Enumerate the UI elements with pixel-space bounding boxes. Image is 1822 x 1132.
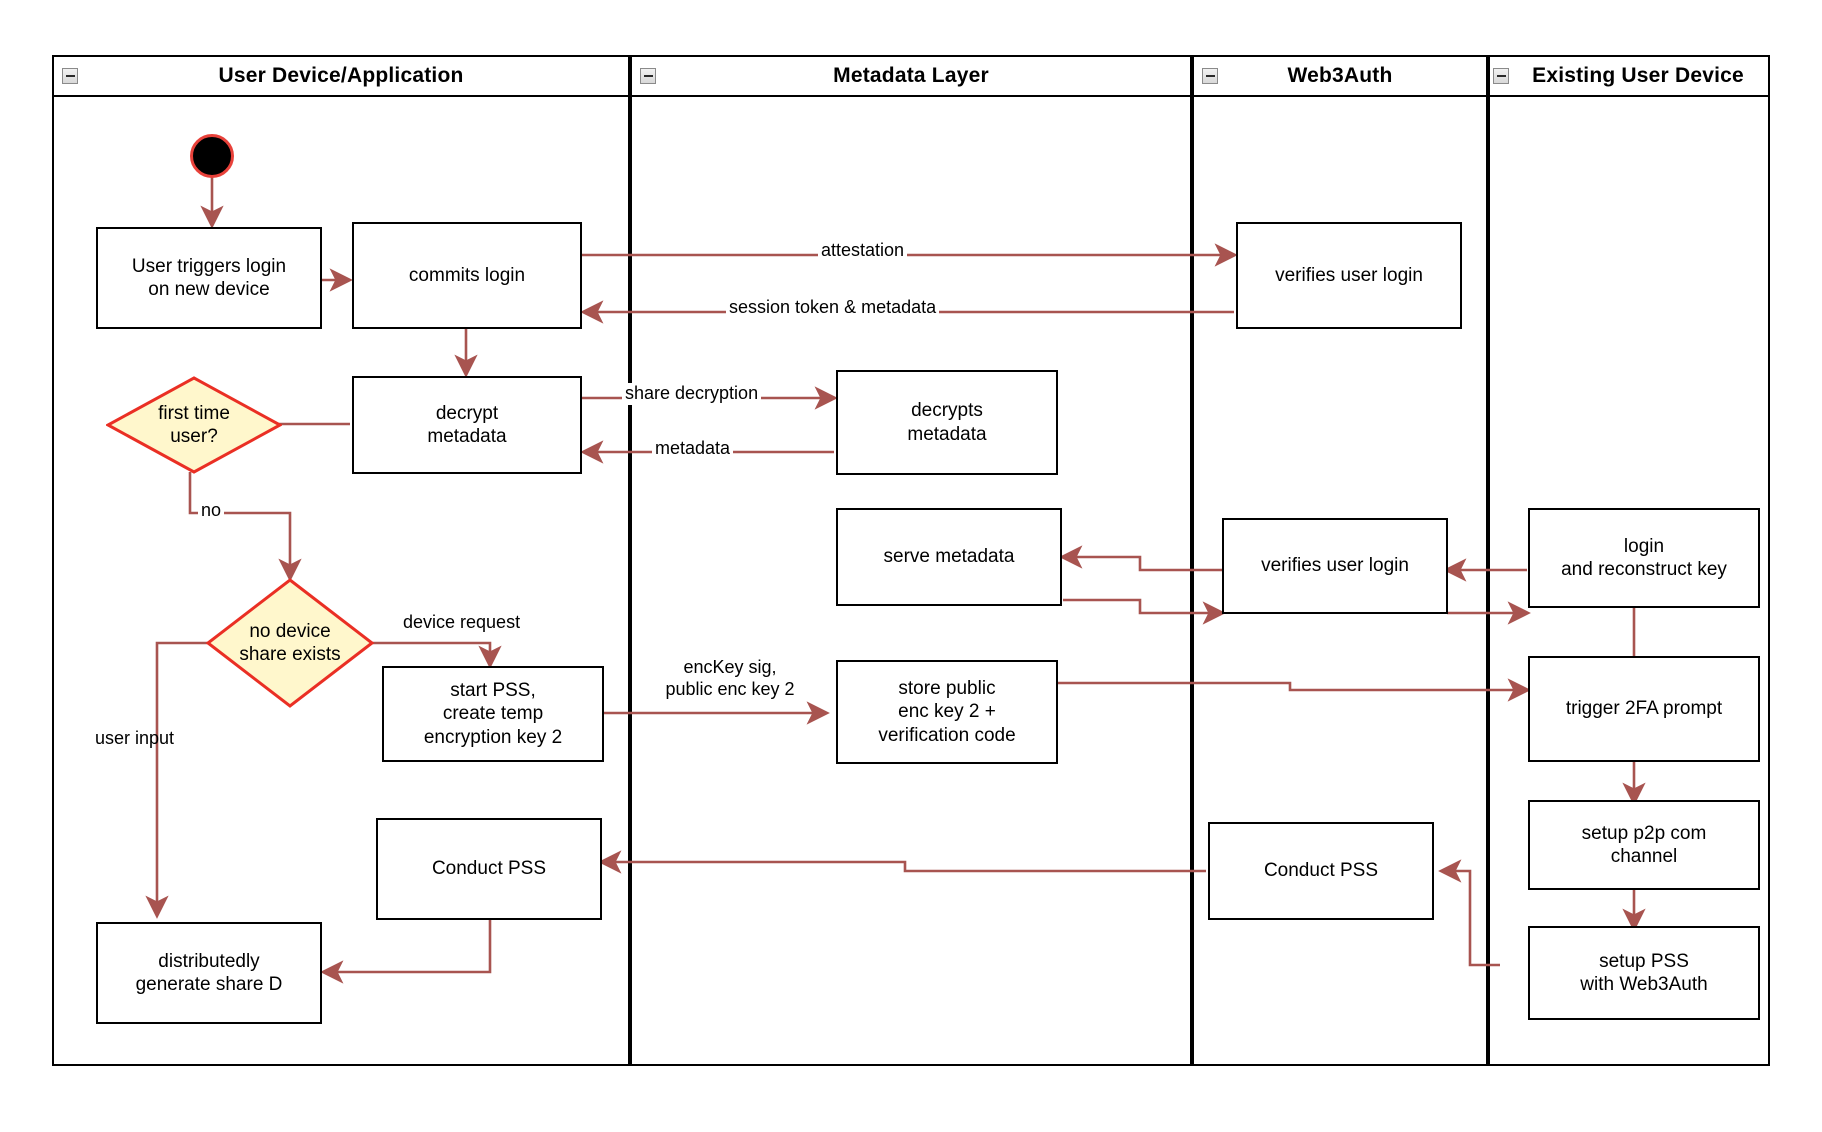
edge-label-attestation: attestation (818, 240, 908, 262)
lane-body-metadata (630, 97, 1192, 1066)
node-first-time-user[interactable]: first time user? (106, 376, 282, 474)
lane-header-existing-device[interactable]: Existing User Device (1488, 55, 1770, 97)
lane-title-metadata: Metadata Layer (833, 64, 989, 87)
lane-body-existing-device (1488, 97, 1770, 1066)
node-trigger-2fa-prompt[interactable]: trigger 2FA prompt (1528, 656, 1760, 762)
node-conduct-pss-user[interactable]: Conduct PSS (376, 818, 602, 920)
node-user-triggers-login[interactable]: User triggers login on new device (96, 227, 322, 329)
lane-title-existing-device: Existing User Device (1532, 64, 1744, 87)
node-login-reconstruct-key[interactable]: login and reconstruct key (1528, 508, 1760, 608)
node-verifies-user-login-1[interactable]: verifies user login (1236, 222, 1462, 329)
lane-body-web3auth (1192, 97, 1488, 1066)
edge-label-no: no (198, 500, 225, 522)
start-node (190, 134, 234, 178)
minus-icon[interactable] (640, 68, 656, 84)
node-no-device-share-exists-label: no device share exists (239, 620, 341, 665)
lane-title-user-device: User Device/Application (218, 64, 464, 87)
node-distributedly-generate-share-d[interactable]: distributedly generate share D (96, 922, 322, 1024)
edge-label-device-request: device request (403, 612, 521, 632)
edge-label-user-input: user input (95, 728, 175, 748)
edge-label-session-token-metadata: session token & metadata (726, 297, 940, 319)
node-setup-p2p-com-channel[interactable]: setup p2p com channel (1528, 800, 1760, 890)
edge-label-metadata: metadata (652, 438, 734, 460)
node-conduct-pss-web3auth[interactable]: Conduct PSS (1208, 822, 1434, 920)
lane-title-web3auth: Web3Auth (1287, 64, 1393, 87)
node-decrypts-metadata[interactable]: decrypts metadata (836, 370, 1058, 475)
node-no-device-share-exists[interactable]: no device share exists (206, 578, 374, 708)
lane-header-metadata[interactable]: Metadata Layer (630, 55, 1192, 97)
minus-icon[interactable] (62, 68, 78, 84)
node-first-time-user-label: first time user? (158, 402, 230, 447)
node-setup-pss-with-web3auth[interactable]: setup PSS with Web3Auth (1528, 926, 1760, 1020)
edge-label-enckey-sig: encKey sig, public enc key 2 (648, 657, 812, 701)
lane-header-user-device[interactable]: User Device/Application (52, 55, 630, 97)
edge-label-share-decryption: share decryption (622, 383, 762, 405)
minus-icon[interactable] (1493, 68, 1509, 84)
node-start-pss-create-temp-key[interactable]: start PSS, create temp encryption key 2 (382, 666, 604, 762)
lane-body-user-device (52, 97, 630, 1066)
node-verifies-user-login-2[interactable]: verifies user login (1222, 518, 1448, 614)
node-store-public-enc-key[interactable]: store public enc key 2 + verification co… (836, 660, 1058, 764)
node-commits-login[interactable]: commits login (352, 222, 582, 329)
lane-header-web3auth[interactable]: Web3Auth (1192, 55, 1488, 97)
node-serve-metadata[interactable]: serve metadata (836, 508, 1062, 606)
node-decrypt-metadata[interactable]: decrypt metadata (352, 376, 582, 474)
minus-icon[interactable] (1202, 68, 1218, 84)
